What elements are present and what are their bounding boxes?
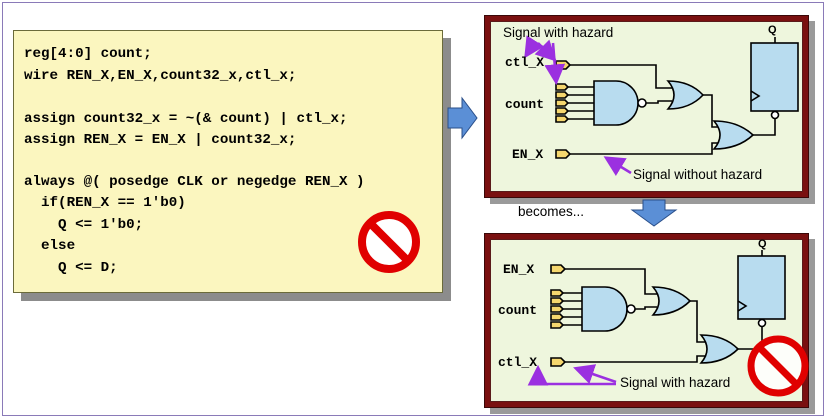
flip-flop-bottom <box>737 255 786 320</box>
top-nohazard-label: Signal without hazard <box>633 167 763 182</box>
bottom-pin-count: count <box>498 303 538 318</box>
code-line: wire REN_X,EN_X,count32_x,ctl_x; <box>24 68 297 84</box>
code-line: assign REN_X = EN_X | count32_x; <box>24 132 297 148</box>
transition-label: becomes... <box>518 204 585 219</box>
code-line: always @( posedge CLK or negedge REN_X ) <box>24 174 365 190</box>
code-line: Q <= 1'b0; <box>24 217 144 233</box>
code-line: Q <= D; <box>24 260 118 276</box>
code-line: if(REN_X == 1'b0) <box>24 195 186 211</box>
bottom-pin-en-x: EN_X <box>503 262 535 277</box>
top-pin-en-x: EN_X <box>512 147 544 162</box>
code-line: assign count32_x = ~(& count) | ctl_x; <box>24 111 348 127</box>
flip-flop-top <box>750 42 799 112</box>
top-circuit <box>555 37 799 159</box>
top-pin-ctl-x: ctl_X <box>505 55 545 70</box>
top-hazard-callout-arrows <box>524 35 632 176</box>
top-hazard-label: Signal with hazard <box>503 25 614 40</box>
top-pin-count: count <box>505 97 545 112</box>
code-line: else <box>24 238 76 254</box>
prohibited-icon <box>358 211 420 273</box>
top-ff-q-label: Q <box>768 24 777 36</box>
prohibited-icon-bottom <box>747 335 809 397</box>
right-arrow-icon <box>447 96 478 140</box>
bottom-ff-q-label: Q <box>758 238 767 250</box>
bottom-hazard-label: Signal with hazard <box>620 375 731 390</box>
bottom-pin-ctl-x: ctl_X <box>498 355 538 370</box>
code-line: reg[4:0] count; <box>24 46 152 62</box>
bottom-hazard-callout-arrows <box>527 364 617 386</box>
down-arrow-icon <box>630 199 678 227</box>
bottom-circuit <box>550 250 786 367</box>
